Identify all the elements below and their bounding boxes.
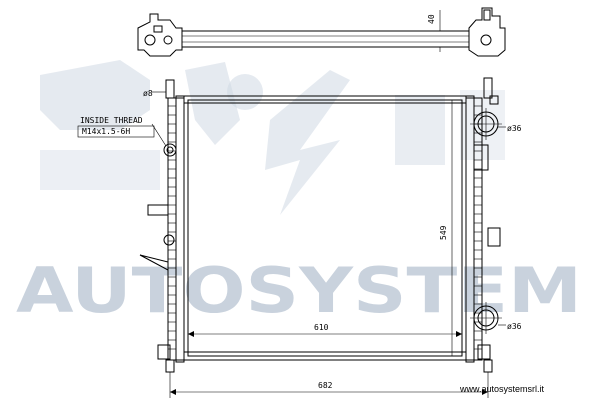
thread-spec-box <box>77 125 155 138</box>
total-width-dimension: 682 <box>318 381 333 390</box>
upper-diameter-label: ø36 <box>507 124 522 133</box>
left-tank <box>139 79 185 373</box>
core-width-dimension-lines <box>188 331 462 337</box>
lower-diameter-label: ø36 <box>507 322 522 331</box>
leader-lines <box>151 91 506 326</box>
top-view <box>137 7 506 57</box>
watermark-text: AUTOSYSTEM <box>16 254 582 327</box>
upper-pipe <box>470 108 502 140</box>
tank-fins <box>168 105 482 350</box>
depth-dimension: 40 <box>427 14 436 24</box>
website-url: www.autosystemsrl.it <box>459 384 545 394</box>
height-dimension-lines <box>447 99 457 357</box>
height-dimension: 549 <box>439 225 448 240</box>
total-width-dimension-lines <box>169 372 489 398</box>
right-tank <box>465 77 501 373</box>
thread-title-label: INSIDE THREAD <box>80 116 143 125</box>
small-diameter-label: ø8 <box>143 89 153 98</box>
thread-spec-label: M14x1.5-6H <box>82 127 130 136</box>
watermark-logo <box>40 60 505 215</box>
core-width-dimension: 610 <box>314 323 329 332</box>
lower-pipe <box>470 302 502 334</box>
